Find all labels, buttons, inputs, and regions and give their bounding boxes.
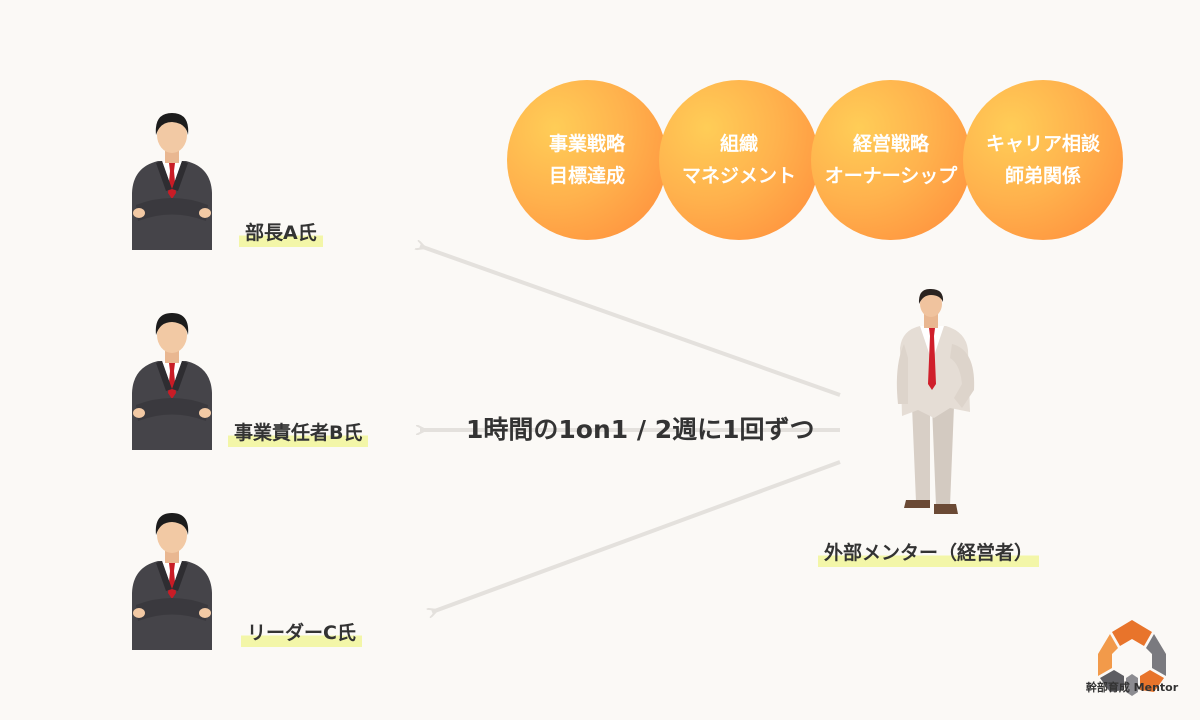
- mentee-b-label: 事業責任者B氏: [228, 418, 369, 447]
- mentor-label: 外部メンター（経営者）: [818, 538, 1040, 567]
- topic-circle-management-strategy: 経営戦略 オーナーシップ: [811, 80, 971, 240]
- mentor-figure: [890, 288, 980, 520]
- mentee-b-figure: [122, 305, 222, 450]
- topic-line: 師弟関係: [1004, 165, 1081, 187]
- topic-line: 組織: [719, 133, 758, 155]
- topic-circle-career: キャリア相談 師弟関係: [963, 80, 1123, 240]
- mentee-c-label: リーダーC氏: [241, 618, 362, 647]
- mentor-businessman-icon: [896, 288, 975, 514]
- businessman-icon: [132, 513, 212, 650]
- mentee-a-label: 部長A氏: [239, 218, 323, 247]
- arrow-to-mentee-c: [432, 460, 841, 612]
- businessman-icon: [132, 313, 212, 450]
- topic-circle-organization: 組織 マネジメント: [659, 80, 819, 240]
- mentee-a-figure: [122, 105, 222, 250]
- topic-line: 経営戦略: [852, 133, 929, 155]
- topic-line: オーナーシップ: [824, 165, 958, 187]
- topic-line: 事業戦略: [548, 133, 625, 155]
- topic-line: マネジメント: [681, 165, 796, 187]
- topic-circle-strategy: 事業戦略 目標達成: [507, 80, 667, 240]
- session-frequency-text: 1時間の1on1 / 2週に1回ずつ: [466, 415, 815, 444]
- businessman-icon: [132, 113, 212, 250]
- mentee-c-figure: [122, 505, 222, 650]
- arrow-to-mentee-a: [420, 246, 841, 397]
- mentor-logo-icon: [1098, 620, 1166, 696]
- topic-line: 目標達成: [548, 165, 625, 187]
- topic-line: キャリア相談: [985, 133, 1100, 155]
- logo-text: 幹部育成 Mentor: [1085, 681, 1179, 694]
